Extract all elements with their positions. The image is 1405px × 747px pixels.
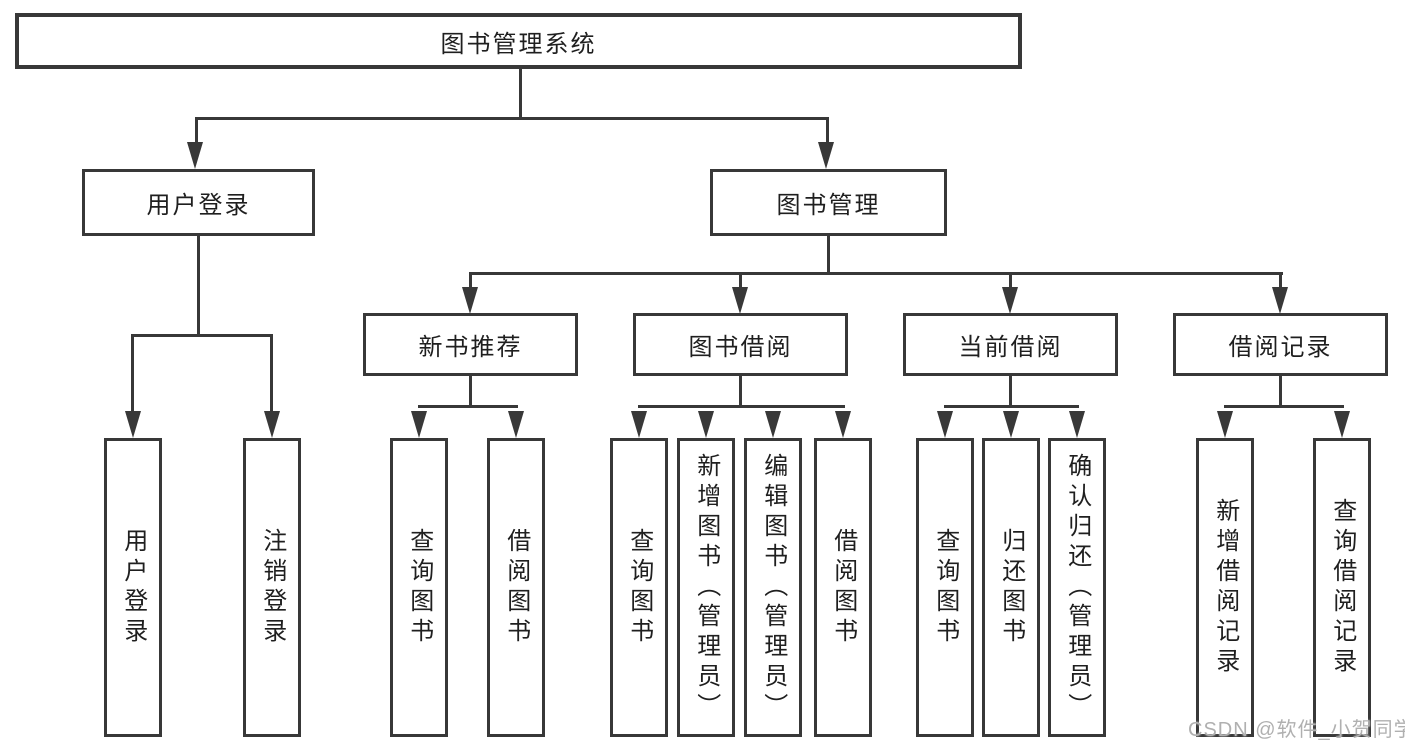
leaf-label: 查询图书 [405,527,433,648]
node-current-borrowing: 当前借阅 [903,313,1118,376]
leaf-label: 注销登录 [258,527,286,648]
leaf-label: 编辑图书（管理员） [759,452,787,723]
connector-line [197,236,200,336]
arrow-down-icon [835,411,851,438]
connector-line [131,334,273,337]
node-book-management: 图书管理 [710,169,947,236]
leaf-label: 借阅图书 [829,527,857,648]
arrow-down-icon [1003,411,1019,438]
leaf-query-books-recommend: 查询图书 [390,438,448,737]
leaf-label: 新增借阅记录 [1211,497,1239,678]
connector-line [1224,405,1344,408]
leaf-add-borrow-record: 新增借阅记录 [1196,438,1254,737]
connector-line [469,376,472,407]
connector-line [195,117,198,144]
connector-line [270,334,273,412]
connector-line [1009,376,1012,407]
leaf-edit-books-admin: 编辑图书（管理员） [744,438,802,737]
connector-line [469,272,1283,275]
leaf-label: 归还图书 [997,527,1025,648]
connector-line [739,376,742,407]
connector-line [827,236,830,275]
connector-line [1279,272,1282,287]
arrow-down-icon [1334,411,1350,438]
leaf-query-borrow-record: 查询借阅记录 [1313,438,1371,737]
arrow-down-icon [125,411,141,438]
leaf-borrow-books: 借阅图书 [814,438,872,737]
arrow-down-icon [732,287,748,314]
connector-line [519,68,522,119]
node-library-system: 图书管理系统 [15,13,1022,69]
arrow-down-icon [1002,287,1018,314]
arrow-down-icon [631,411,647,438]
connector-line [739,272,742,287]
connector-line [944,405,1079,408]
node-book-borrowing: 图书借阅 [633,313,848,376]
arrow-down-icon [937,411,953,438]
leaf-label: 新增图书（管理员） [692,452,720,723]
arrow-down-icon [1272,287,1288,314]
node-borrowing-records: 借阅记录 [1173,313,1388,376]
leaf-label: 查询图书 [625,527,653,648]
leaf-user-login: 用户登录 [104,438,162,737]
arrow-down-icon [698,411,714,438]
arrow-down-icon [264,411,280,438]
node-new-book-recommend: 新书推荐 [363,313,578,376]
leaf-label: 确认归还（管理员） [1063,452,1091,723]
connector-line [1009,272,1012,287]
leaf-label: 查询借阅记录 [1328,497,1356,678]
connector-line [131,334,134,412]
arrow-down-icon [462,287,478,314]
connector-line [1279,376,1282,407]
connector-line [826,117,829,144]
connector-line [418,405,518,408]
node-user-login: 用户登录 [82,169,315,236]
connector-line [638,405,845,408]
arrow-down-icon [187,142,203,169]
leaf-query-books-borrowing: 查询图书 [610,438,668,737]
leaf-borrow-books-recommend: 借阅图书 [487,438,545,737]
connector-line [469,272,472,287]
leaf-label: 查询图书 [931,527,959,648]
leaf-query-books-current: 查询图书 [916,438,974,737]
leaf-confirm-return-admin: 确认归还（管理员） [1048,438,1106,737]
watermark: CSDN @软件_小贺同学 [1188,719,1405,741]
leaf-add-books-admin: 新增图书（管理员） [677,438,735,737]
arrow-down-icon [818,142,834,169]
arrow-down-icon [1069,411,1085,438]
arrow-down-icon [411,411,427,438]
leaf-logout: 注销登录 [243,438,301,737]
leaf-return-books: 归还图书 [982,438,1040,737]
leaf-label: 用户登录 [119,527,147,648]
connector-line [196,117,829,120]
leaf-label: 借阅图书 [502,527,530,648]
arrow-down-icon [1217,411,1233,438]
arrow-down-icon [508,411,524,438]
arrow-down-icon [765,411,781,438]
